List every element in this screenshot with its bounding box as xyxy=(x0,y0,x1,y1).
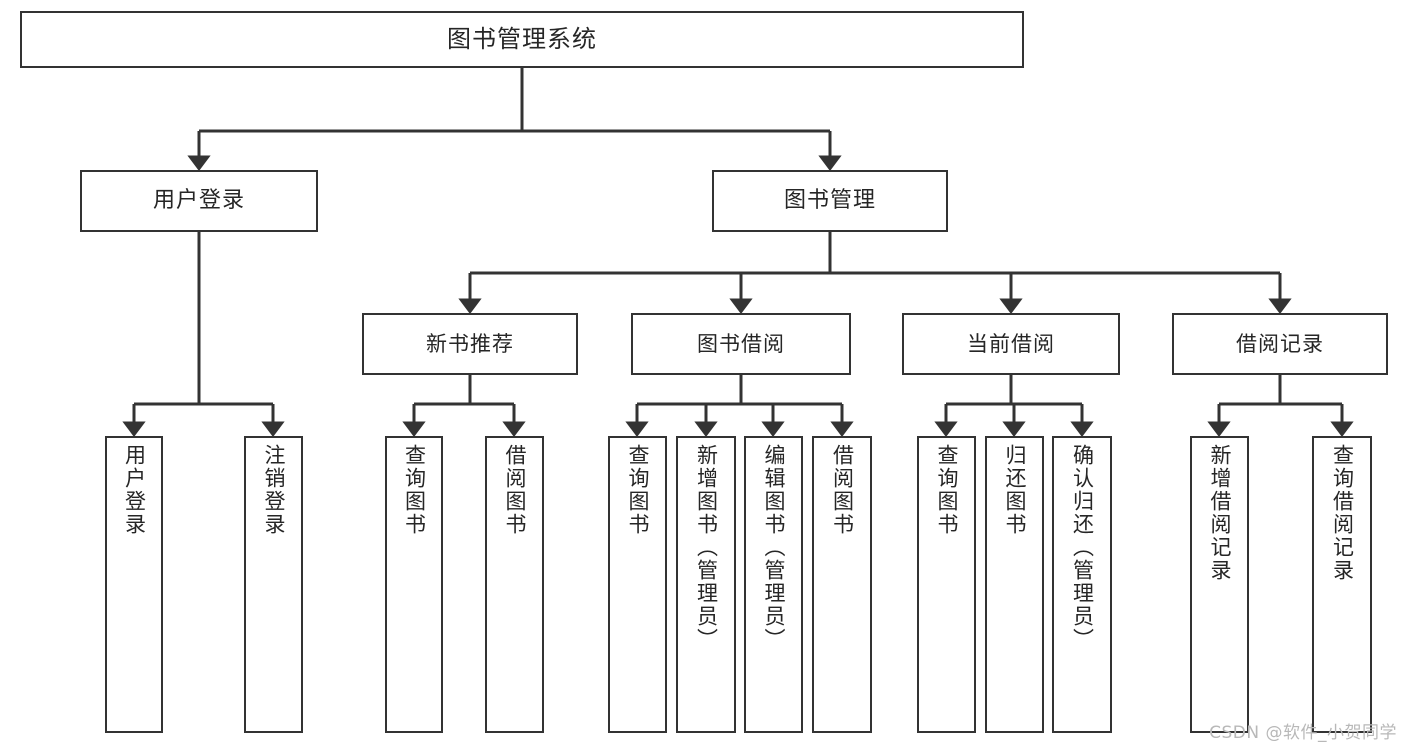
node-borrow-record-label: 借阅记录 xyxy=(1236,331,1324,356)
node-return-book-label: 归还图书 xyxy=(1002,444,1027,536)
node-query-book-borrow[interactable]: 查询图书 xyxy=(608,436,667,733)
node-book-borrow[interactable]: 图书借阅 xyxy=(631,313,851,375)
node-return-book[interactable]: 归还图书 xyxy=(985,436,1044,733)
node-query-book-rec[interactable]: 查询图书 xyxy=(385,436,443,733)
node-query-borrow-record-label: 查询借阅记录 xyxy=(1330,444,1355,582)
node-book-borrow-label: 图书借阅 xyxy=(697,331,785,356)
node-edit-book-admin-label: 编辑图书（管理员） xyxy=(761,444,786,651)
node-current-borrow[interactable]: 当前借阅 xyxy=(902,313,1120,375)
node-book-manage[interactable]: 图书管理 xyxy=(712,170,948,232)
node-user-login-action[interactable]: 用户登录 xyxy=(105,436,163,733)
node-user-login-action-label: 用户登录 xyxy=(122,444,147,536)
node-borrow-record[interactable]: 借阅记录 xyxy=(1172,313,1388,375)
node-add-book-admin-label: 新增图书（管理员） xyxy=(694,444,719,651)
node-user-login-label: 用户登录 xyxy=(152,187,245,213)
node-borrow-book-rec-label: 借阅图书 xyxy=(502,444,527,536)
node-new-book-recommend-label: 新书推荐 xyxy=(426,331,514,356)
node-add-borrow-record[interactable]: 新增借阅记录 xyxy=(1190,436,1249,733)
node-confirm-return-admin[interactable]: 确认归还（管理员） xyxy=(1052,436,1112,733)
node-query-book-borrow-label: 查询图书 xyxy=(625,444,650,536)
node-add-book-admin[interactable]: 新增图书（管理员） xyxy=(676,436,736,733)
node-user-login[interactable]: 用户登录 xyxy=(80,170,318,232)
node-logout-action[interactable]: 注销登录 xyxy=(244,436,303,733)
node-logout-action-label: 注销登录 xyxy=(261,444,286,536)
node-query-book-current[interactable]: 查询图书 xyxy=(917,436,976,733)
node-edit-book-admin[interactable]: 编辑图书（管理员） xyxy=(744,436,803,733)
node-query-borrow-record[interactable]: 查询借阅记录 xyxy=(1312,436,1372,733)
node-confirm-return-admin-label: 确认归还（管理员） xyxy=(1070,444,1095,651)
node-query-book-current-label: 查询图书 xyxy=(934,444,959,536)
node-new-book-recommend[interactable]: 新书推荐 xyxy=(362,313,578,375)
node-borrow-book-action[interactable]: 借阅图书 xyxy=(812,436,872,733)
node-current-borrow-label: 当前借阅 xyxy=(967,331,1055,356)
node-book-manage-label: 图书管理 xyxy=(783,187,876,213)
node-root-system[interactable]: 图书管理系统 xyxy=(20,11,1024,68)
node-borrow-book-action-label: 借阅图书 xyxy=(830,444,855,536)
node-borrow-book-rec[interactable]: 借阅图书 xyxy=(485,436,544,733)
node-add-borrow-record-label: 新增借阅记录 xyxy=(1207,444,1232,582)
node-query-book-rec-label: 查询图书 xyxy=(402,444,427,536)
node-root-label: 图书管理系统 xyxy=(447,25,597,54)
